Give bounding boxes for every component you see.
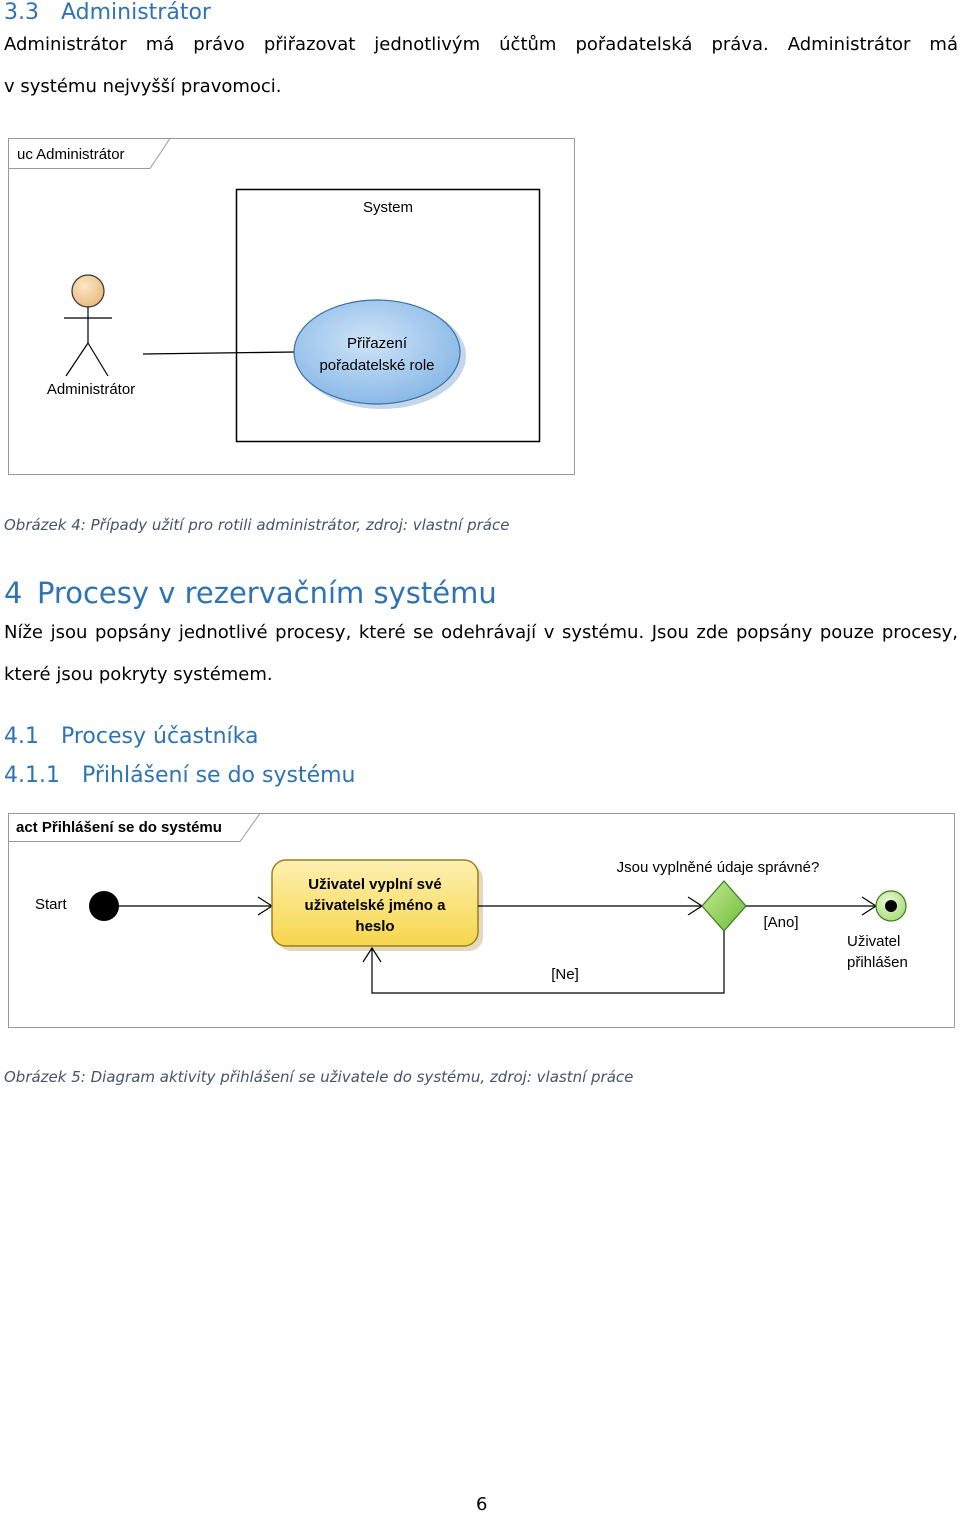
usecase-ellipse [293, 299, 461, 405]
start-label: Start [35, 896, 68, 913]
caption-figure-5: Obrázek 5: Diagram aktivity přihlášení s… [4, 1068, 634, 1086]
system-label: System [363, 199, 413, 216]
act-frame-tab [8, 813, 261, 842]
end-label-line2: přihlášen [847, 954, 908, 971]
actor-stick-figure [64, 274, 112, 377]
paragraph-3-3-line2: v systému nejvyšší pravomoci. [4, 76, 282, 97]
action-label-line3: heslo [355, 918, 394, 935]
uc-frame-label: uc Administrátor [17, 146, 125, 163]
action-label-line2: uživatelské jméno a [305, 897, 447, 914]
action-label-line1: Uživatel vyplní své [308, 876, 441, 893]
heading-3-3: 3.3 Administrátor [4, 0, 211, 25]
act-frame [8, 813, 955, 1028]
heading-4-1-1: 4.1.1 Přihlášení se do systému [4, 763, 356, 788]
use-case-diagram: uc Administrátor System Administrátor Př… [8, 138, 575, 475]
actor-label: Administrátor [47, 381, 135, 398]
uc-frame-tab [8, 138, 171, 169]
no-guard-label: [Ne] [551, 966, 579, 983]
decision-label: Jsou vyplněné údaje správné? [617, 859, 820, 876]
usecase-label-line1: Přiřazení [347, 335, 408, 352]
page-number: 6 [476, 1494, 488, 1515]
action-node [271, 859, 479, 947]
usecase-label-line2: pořadatelské role [319, 357, 434, 374]
caption-figure-4: Obrázek 4: Případy užití pro rotili admi… [4, 516, 510, 534]
final-node-dot [885, 900, 897, 912]
end-label-line1: Uživatel [847, 933, 900, 950]
paragraph-4-line1: Níže jsou popsány jednotlivé procesy, kt… [4, 622, 958, 643]
activity-diagram: act Přihlášení se do systému Start Uživa… [8, 813, 955, 1028]
heading-4-1: 4.1 Procesy účastníka [4, 724, 259, 749]
flow-no [371, 931, 725, 994]
actor-head [71, 274, 105, 308]
heading-4: 4 Procesy v rezervačním systému [4, 576, 497, 610]
arrowhead-4 [362, 946, 382, 963]
act-frame-label: act Přihlášení se do systému [16, 819, 222, 836]
yes-guard-label: [Ano] [763, 914, 798, 931]
paragraph-3-3-line1: Administrátor má právo přiřazovat jednot… [4, 34, 958, 55]
association-line [142, 351, 296, 355]
paragraph-4-line2: které jsou pokryty systémem. [4, 664, 273, 685]
initial-node [89, 891, 119, 921]
